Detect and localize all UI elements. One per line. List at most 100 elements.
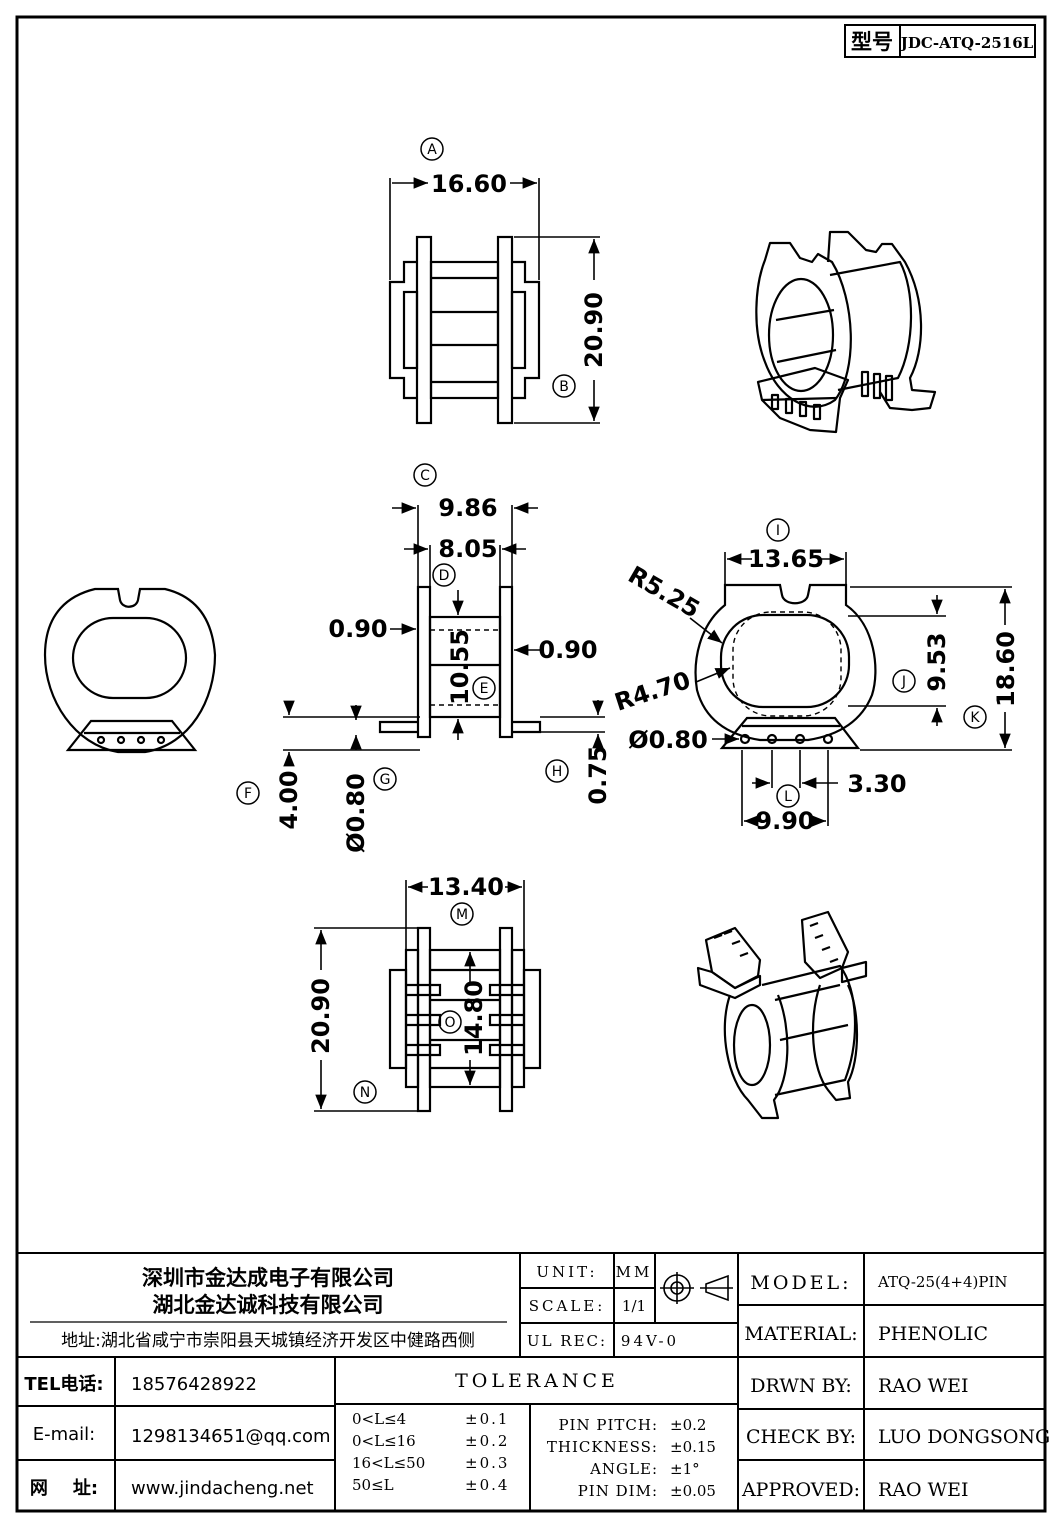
tel-label: TEL电话: (24, 1373, 103, 1395)
tol-value-3: ±0.3 (465, 1454, 509, 1472)
view-end-left (43, 587, 217, 754)
view-end-right (694, 583, 877, 750)
dim-flange-right: 0.90 (538, 636, 597, 664)
material-value: PHENOLIC (878, 1323, 988, 1345)
tol-range-3: 16<L≤50 (352, 1454, 425, 1472)
model-label: MODEL: (750, 1272, 851, 1294)
callout-a: A (420, 137, 444, 161)
spec-value-3: ±1° (670, 1460, 700, 1478)
check-value: LUO DONGSONG (878, 1426, 1050, 1448)
tol-range-1: 0<L≤4 (352, 1410, 406, 1428)
callout-n: N (353, 1080, 377, 1104)
spec-label-2: THICKNESS: (547, 1438, 658, 1456)
email-value: 1298134651@qq.com (131, 1426, 331, 1447)
unit-value: MM (616, 1263, 653, 1281)
dim-flange-left: 0.90 (328, 615, 387, 643)
company-address: 地址:湖北省咸宁市崇阳县天城镇经济开发区中健路西侧 (61, 1331, 475, 1351)
dim-c2-value: 8.05 (438, 535, 497, 563)
callout-l: L (776, 784, 800, 808)
spec-label-4: PIN DIM: (578, 1482, 658, 1500)
callout-o: O (438, 1010, 462, 1034)
check-label: CHECK BY: (746, 1426, 856, 1448)
dim-j-value: 9.53 (923, 632, 951, 691)
end-view-dash (732, 611, 842, 717)
dim-pin-dia-value: Ø0.80 (628, 726, 708, 754)
dimension-m (405, 880, 525, 950)
spec-value-4: ±0.05 (670, 1482, 716, 1500)
material-label: MATERIAL: (744, 1323, 857, 1345)
callout-c: C (413, 463, 437, 487)
dim-o-value: 14.80 (460, 980, 488, 1056)
title-block-grid (17, 1252, 1045, 1511)
iso-view-bottom (696, 910, 868, 1120)
tolerance-title: TOLERANCE (455, 1370, 619, 1392)
callout-m-label: M (456, 907, 468, 923)
callout-h-label: H (552, 764, 563, 780)
tol-range-2: 0<L≤16 (352, 1432, 416, 1450)
callout-m: M (450, 902, 474, 926)
spec-value-1: ±0.2 (670, 1416, 706, 1434)
dimension-c (392, 502, 538, 587)
model-value: ATQ-25(4+4)PIN (877, 1273, 1008, 1291)
dim-r1-value: R5.25 (623, 561, 704, 624)
callout-j-label: J (901, 674, 906, 690)
spec-value-2: ±0.15 (670, 1438, 716, 1456)
view-bottom (388, 926, 542, 1113)
web-label: 网 址: (30, 1478, 98, 1499)
type-box: 型号 JDC-ATQ-2516L (844, 24, 1036, 58)
dim-h-value: 0.75 (584, 745, 612, 804)
callout-k: K (963, 705, 987, 729)
tol-range-4: 50≤L (352, 1476, 394, 1494)
company-name-1: 深圳市金达成电子有限公司 (142, 1266, 394, 1290)
view-side (378, 585, 542, 739)
callout-g: G (373, 767, 397, 791)
ul-value: 94V-0 (621, 1332, 679, 1350)
scale-label: SCALE: (529, 1297, 606, 1315)
dim-k-value: 18.60 (992, 631, 1020, 707)
callout-b-label: B (559, 379, 569, 395)
callout-d: D (432, 563, 456, 587)
dim-b-value: 20.90 (580, 292, 608, 368)
tol-value-4: ±0.4 (465, 1476, 509, 1494)
approved-value: RAO WEI (878, 1479, 969, 1501)
callout-l-label: L (784, 789, 792, 805)
callout-i-label: I (776, 523, 780, 539)
dimension-i (724, 552, 847, 590)
web-value: www.jindacheng.net (131, 1478, 314, 1499)
callout-j: J (892, 669, 916, 693)
approved-label: APPROVED: (741, 1479, 860, 1501)
dim-a-value: 16.60 (431, 170, 507, 198)
unit-label: UNIT: (536, 1263, 597, 1281)
iso-view-top (755, 230, 937, 434)
spec-label-1: PIN PITCH: (558, 1416, 658, 1434)
company-name-2: 湖北金达诚科技有限公司 (153, 1293, 384, 1317)
tol-value-1: ±0.1 (465, 1410, 509, 1428)
ul-label: UL REC: (527, 1332, 607, 1350)
tol-value-2: ±0.2 (465, 1432, 509, 1450)
callout-e-label: E (480, 681, 489, 697)
callout-k-label: K (970, 710, 980, 726)
dimension-flange (390, 623, 540, 656)
callout-e: E (472, 676, 496, 700)
drawn-label: DRWN BY: (750, 1375, 852, 1397)
type-label: 型号 (851, 30, 893, 54)
callout-b: B (552, 374, 576, 398)
callout-f-label: F (244, 786, 252, 802)
dim-g-value: Ø0.80 (342, 773, 370, 853)
callout-a-label: A (427, 142, 437, 158)
view-front (388, 235, 541, 425)
dimension-h (540, 700, 605, 750)
dim-n-value: 20.90 (307, 978, 335, 1054)
callout-n-label: N (360, 1085, 370, 1101)
projection-symbol-icon (660, 1272, 733, 1304)
scale-value: 1/1 (622, 1297, 646, 1315)
email-label: E-mail: (33, 1424, 96, 1445)
callout-f: F (236, 781, 260, 805)
dim-l-value: 3.30 (847, 770, 906, 798)
dimension-b (514, 236, 600, 424)
dim-c-value: 9.86 (438, 494, 497, 522)
part-number: JDC-ATQ-2516L (899, 34, 1034, 52)
dim-l2-value: 9.90 (755, 807, 814, 835)
dim-r2-value: R4.70 (611, 666, 694, 717)
